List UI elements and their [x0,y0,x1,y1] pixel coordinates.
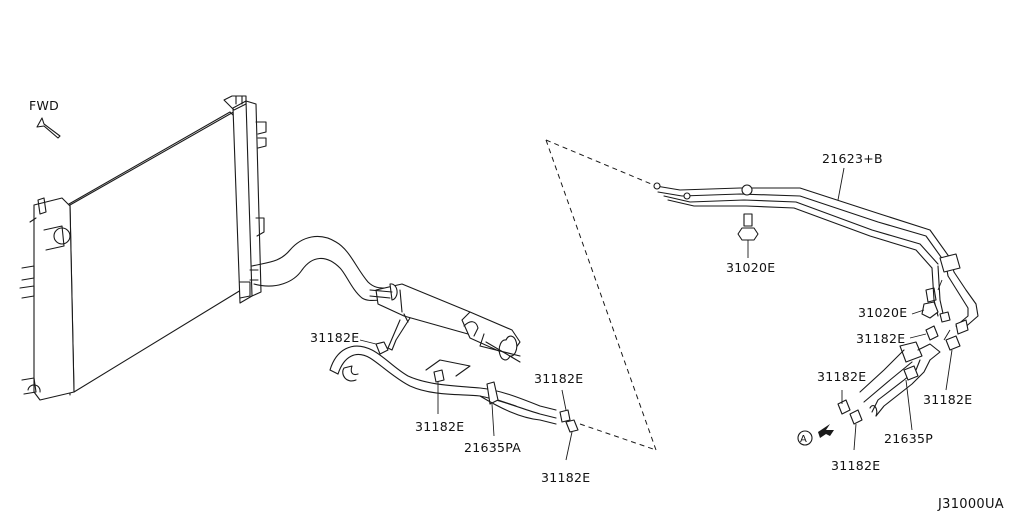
connector-lower-leader [911,309,925,315]
callout-tube-assembly: 21623+B [822,151,883,166]
callout-clamp-left-b: 31182E [415,419,464,434]
connector-upper-icon [737,213,759,241]
callout-connector-upper: 31020E [726,260,775,275]
clamp-right-a-icon [925,325,939,341]
clamp-left-a-icon [359,339,389,355]
radiator-outlet-hose [249,235,385,302]
fwd-arrow-icon [36,117,61,139]
boundary-bottom-dash [579,423,657,451]
clamp-right-d-icon [849,409,863,451]
radiator [19,95,267,401]
clamp-left-d-icon [565,419,579,461]
drawing-code: J31000UA [937,497,1004,512]
callout-clamp-right-b: 31182E [923,392,972,407]
clamp-right-a-leader [909,333,927,339]
clamp-left-b-icon [433,369,445,414]
hose-left-leader [491,403,495,437]
callout-clamp-left-d: 31182E [541,470,590,485]
clamp-left-c-icon [559,389,571,423]
callout-clamp-right-a: 31182E [856,331,905,346]
boundary-top-dash [545,139,657,187]
hose-21635pa [329,345,557,425]
reference-marker: A [797,424,834,446]
callout-clamp-left-a: 31182E [310,330,359,345]
fwd-label: FWD [29,98,59,113]
arrow-icon [818,424,834,438]
callout-clamp-left-c: 31182E [534,371,583,386]
boundary-left-dash [545,139,657,451]
oil-cooler [369,283,521,363]
connector-lower-icon [921,279,943,319]
callout-connector-lower: 31020E [858,305,907,320]
clamp-right-b-icon [945,335,961,391]
hose-21635p [859,329,951,431]
callout-clamp-right-d: 31182E [831,458,880,473]
clamp-right-c-icon [837,390,851,415]
reference-marker-label: A [800,434,807,445]
callout-clamp-right-c: 31182E [817,369,866,384]
callout-hose-left: 21635PA [464,440,521,455]
callout-hose-right: 21635P [884,431,933,446]
